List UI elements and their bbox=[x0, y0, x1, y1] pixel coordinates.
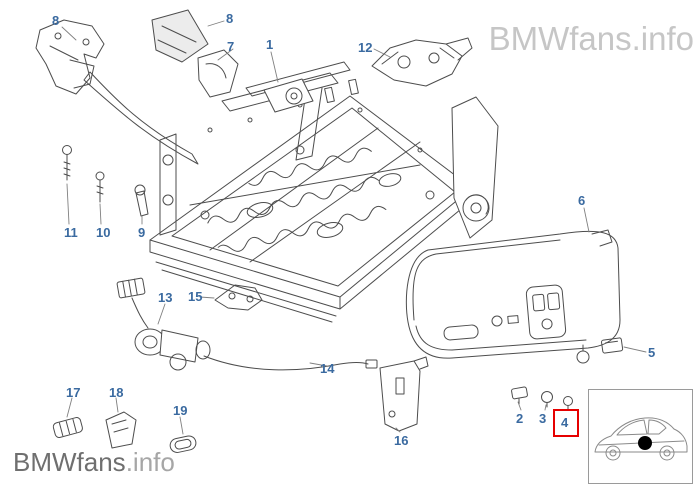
screw-10-drawing bbox=[95, 171, 105, 203]
part-label-3[interactable]: 3 bbox=[539, 411, 547, 426]
part-18-drawing bbox=[105, 411, 137, 449]
part-16-drawing bbox=[379, 356, 429, 432]
part-4-drawing bbox=[563, 396, 573, 410]
watermark-brand: BMWfans bbox=[13, 447, 126, 477]
part-8-bracket-drawing bbox=[35, 19, 105, 95]
leader-lines bbox=[61, 20, 647, 435]
watermark-top-right: BMWfans.info bbox=[488, 20, 694, 57]
part-label-16[interactable]: 16 bbox=[394, 433, 409, 448]
part-label-13[interactable]: 13 bbox=[158, 290, 173, 305]
part-label-15[interactable]: 15 bbox=[188, 289, 203, 304]
screw-11-drawing bbox=[62, 145, 72, 181]
part-label-8-a[interactable]: 8 bbox=[52, 13, 60, 28]
part-14-cable-drawing bbox=[203, 355, 378, 371]
part-label-8-b[interactable]: 8 bbox=[226, 11, 234, 26]
part-15-drawing bbox=[214, 284, 263, 311]
part-label-2[interactable]: 2 bbox=[516, 411, 524, 426]
part-2-drawing bbox=[511, 386, 528, 405]
part-17-drawing bbox=[52, 417, 83, 438]
part-label-17[interactable]: 17 bbox=[66, 385, 81, 400]
highlight-box-part-4 bbox=[553, 409, 579, 437]
watermark-suffix: .info bbox=[125, 447, 175, 477]
part-label-18[interactable]: 18 bbox=[109, 385, 124, 400]
car-thumbnail-drawing bbox=[594, 417, 688, 461]
part-label-4[interactable]: 4 bbox=[561, 415, 569, 430]
part-label-12[interactable]: 12 bbox=[358, 40, 373, 55]
part-label-19[interactable]: 19 bbox=[173, 403, 188, 418]
part-7-drawing bbox=[197, 49, 239, 98]
part-6-panel-drawing bbox=[405, 229, 621, 359]
part-location-marker bbox=[638, 436, 652, 450]
part-label-14[interactable]: 14 bbox=[320, 361, 335, 376]
part-5-drawing bbox=[576, 337, 624, 364]
part-13-motor-drawing bbox=[116, 277, 211, 371]
part-label-5[interactable]: 5 bbox=[648, 345, 656, 360]
part-19-drawing bbox=[169, 435, 197, 453]
car-location-inset bbox=[588, 389, 693, 484]
part-label-7[interactable]: 7 bbox=[227, 39, 235, 54]
trim-strip-drawing bbox=[83, 71, 199, 165]
part-label-11[interactable]: 11 bbox=[64, 225, 78, 240]
bolt-9-drawing bbox=[134, 184, 149, 217]
part-1-rails-drawing bbox=[221, 61, 359, 113]
part-3-drawing bbox=[541, 391, 553, 408]
part-8-cover-drawing bbox=[151, 9, 209, 63]
part-label-9[interactable]: 9 bbox=[138, 225, 146, 240]
seat-frame-drawing bbox=[149, 87, 499, 323]
part-label-6[interactable]: 6 bbox=[578, 193, 586, 208]
watermark-bottom-left: BMWfans.info bbox=[13, 449, 175, 475]
part-12-drawing bbox=[371, 37, 473, 87]
part-label-1[interactable]: 1 bbox=[266, 37, 274, 52]
part-label-10[interactable]: 10 bbox=[96, 225, 111, 240]
